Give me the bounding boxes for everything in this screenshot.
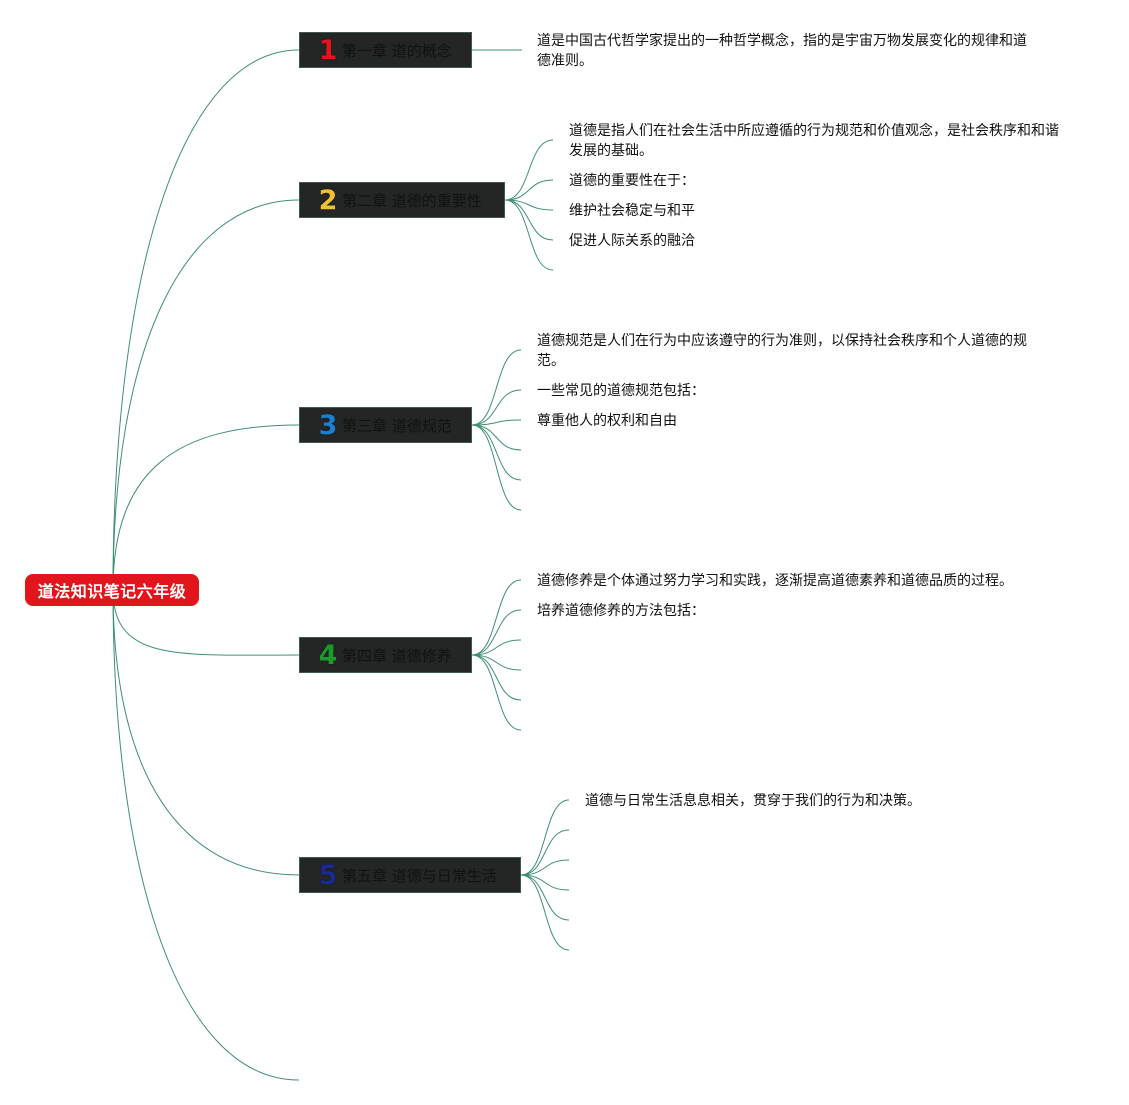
leaf-text: 促进人际关系的融洽 [569,233,695,249]
root-branch-4 [112,589,300,656]
chapter-2-item-3[interactable]: 维护社会稳定与和平 [569,201,695,221]
root-branch-1 [112,49,300,591]
chapter-2-leaf-link-5 [504,199,554,271]
chapter-2-leaf-link-1 [504,139,554,201]
leaf-text: 道德是指人们在社会生活中所应遵循的行为规范和价值观念，是社会秩序和和谐发展的基础… [569,123,1059,159]
chapter-4-number: 4 [318,639,338,671]
chapter-3-leaf-link-2 [471,389,522,426]
chapter-3-leaf-link-6 [471,424,522,511]
chapter-1-node[interactable]: 1 第一章 道的概念 [299,32,472,68]
chapter-4-item-1[interactable]: 道德修养是个体通过努力学习和实践，逐渐提高道德素养和道德品质的过程。 [537,571,1057,591]
chapter-3-leaf-link-5 [471,424,522,481]
chapter-5-leaf-link-4 [520,874,570,891]
chapter-3-label: 第三章 道德规范 [342,416,452,435]
chapter-1-label: 第一章 道的概念 [342,41,452,60]
chapter-2-leaf-link-2 [504,179,554,201]
chapter-3-item-1[interactable]: 道德规范是人们在行为中应该遵守的行为准则，以保持社会秩序和个人道德的规范。 [537,331,1037,371]
chapter-2-item-4[interactable]: 促进人际关系的融洽 [569,231,695,251]
chapter-2-number: 2 [318,184,338,216]
leaf-text: 道德的重要性在于： [569,173,695,189]
root-branch-2 [112,199,300,591]
chapter-5-leaf-link-1 [520,799,570,876]
chapter-4-label: 第四章 道德修养 [342,646,452,665]
chapter-5-leaf-link-2 [520,829,570,876]
chapter-3-node[interactable]: 3 第三章 道德规范 [299,407,472,443]
root-topic[interactable]: 道法知识笔记六年级 [25,574,199,606]
chapter-4-leaf-link-2 [471,609,522,656]
chapter-5-leaf-link-6 [520,874,570,951]
leaf-text: 道德修养是个体通过努力学习和实践，逐渐提高道德素养和道德品质的过程。 [537,573,1013,589]
chapter-3-leaf-link-3 [471,419,522,426]
leaf-text: 一些常见的道德规范包括： [537,383,705,399]
chapter-5-label: 第五章 道德与日常生活 [342,866,497,885]
chapter-4-leaf-link-4 [471,654,522,671]
chapter-5-node[interactable]: 5 第五章 道德与日常生活 [299,857,521,893]
chapter-3-number: 3 [318,409,338,441]
chapter-3-leaf-link-1 [471,349,522,426]
chapter-2-item-2[interactable]: 道德的重要性在于： [569,171,695,191]
chapter-3-item-2[interactable]: 一些常见的道德规范包括： [537,381,705,401]
leaf-text: 尊重他人的权利和自由 [537,413,677,429]
root-branch-3 [112,424,300,591]
leaf-text: 道是中国古代哲学家提出的一种哲学概念，指的是宇宙万物发展变化的规律和道德准则。 [537,33,1027,69]
leaf-text: 维护社会稳定与和平 [569,203,695,219]
chapter-3-item-3[interactable]: 尊重他人的权利和自由 [537,411,677,431]
chapter-4-leaf-link-1 [471,579,522,656]
chapter-2-node[interactable]: 2 第二章 道德的重要性 [299,182,505,218]
chapter-4-leaf-link-3 [471,639,522,656]
root-branch-5 [112,589,300,876]
chapter-4-item-2[interactable]: 培养道德修养的方法包括： [537,601,705,621]
chapter-4-node[interactable]: 4 第四章 道德修养 [299,637,472,673]
leaf-text: 道德规范是人们在行为中应该遵守的行为准则，以保持社会秩序和个人道德的规范。 [537,333,1027,369]
chapter-5-leaf-link-5 [520,874,570,921]
chapter-2-item-1[interactable]: 道德是指人们在社会生活中所应遵循的行为规范和价值观念，是社会秩序和和谐发展的基础… [569,121,1069,161]
chapter-2-label: 第二章 道德的重要性 [342,191,482,210]
chapter-4-leaf-link-5 [471,654,522,701]
root-branch-6 [112,589,300,1081]
chapter-3-leaf-link-4 [471,424,522,451]
chapter-5-item-1[interactable]: 道德与日常生活息息相关，贯穿于我们的行为和决策。 [585,791,1085,811]
chapter-5-leaf-link-3 [520,859,570,876]
chapter-1-number: 1 [318,34,338,66]
chapter-1-item-1[interactable]: 道是中国古代哲学家提出的一种哲学概念，指的是宇宙万物发展变化的规律和道德准则。 [537,31,1037,71]
chapter-4-leaf-link-6 [471,654,522,731]
leaf-text: 道德与日常生活息息相关，贯穿于我们的行为和决策。 [585,793,921,809]
root-topic-label: 道法知识笔记六年级 [37,582,187,601]
chapter-2-leaf-link-4 [504,199,554,241]
leaf-text: 培养道德修养的方法包括： [537,603,705,619]
chapter-5-number: 5 [318,859,338,891]
